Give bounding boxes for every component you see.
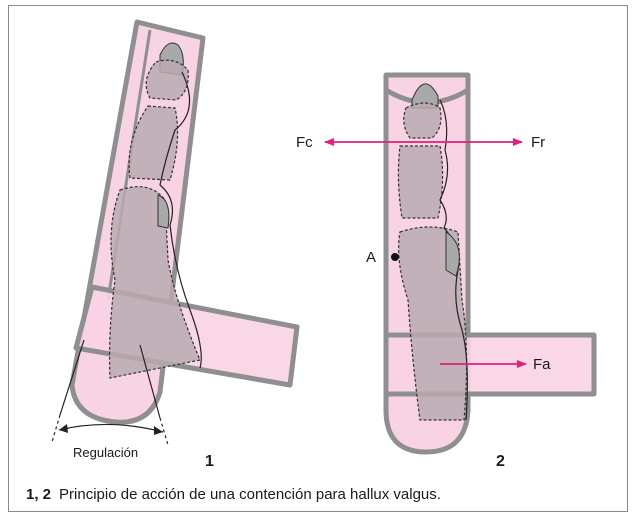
phalanx-2-proximal (397, 145, 444, 219)
regulation-line-right (139, 344, 161, 419)
force-fc-label: Fc (296, 134, 313, 151)
figure-1-number: 1 (205, 453, 214, 470)
force-fa-label: Fa (533, 356, 551, 373)
force-fr-label: Fr (531, 134, 545, 151)
regulation-arc (58, 423, 164, 433)
metatarsal-1 (108, 186, 201, 379)
point-a-label: A (366, 249, 376, 266)
phalanx-2-distal (403, 102, 442, 139)
figure-2-number: 2 (496, 453, 505, 470)
point-a-marker (391, 253, 399, 261)
phalanx-1-distal (145, 59, 189, 101)
toe-2-tip (411, 83, 439, 109)
regulation-line-left (59, 339, 85, 416)
figure-2-illustration (324, 72, 597, 455)
regulation-arc-head-right (154, 426, 163, 435)
regulation-label: Regulación (73, 445, 138, 460)
bunion-2-bump (445, 231, 460, 277)
regulation-line-left-ext (51, 414, 61, 443)
foot-2-outline (439, 99, 468, 421)
metatarsal-2 (398, 226, 468, 421)
figure-1-illustration (51, 19, 300, 446)
regulation-arc-head-left (59, 424, 68, 433)
caption-text: Principio de acción de una contención pa… (59, 486, 441, 503)
foot-1-outline (159, 71, 202, 369)
figure-caption: 1, 2 Principio de acción de una contenció… (26, 486, 441, 503)
caption-number: 1, 2 (26, 486, 52, 503)
regulation-line-right-ext (159, 417, 169, 446)
bunion-1-bump (157, 194, 170, 229)
